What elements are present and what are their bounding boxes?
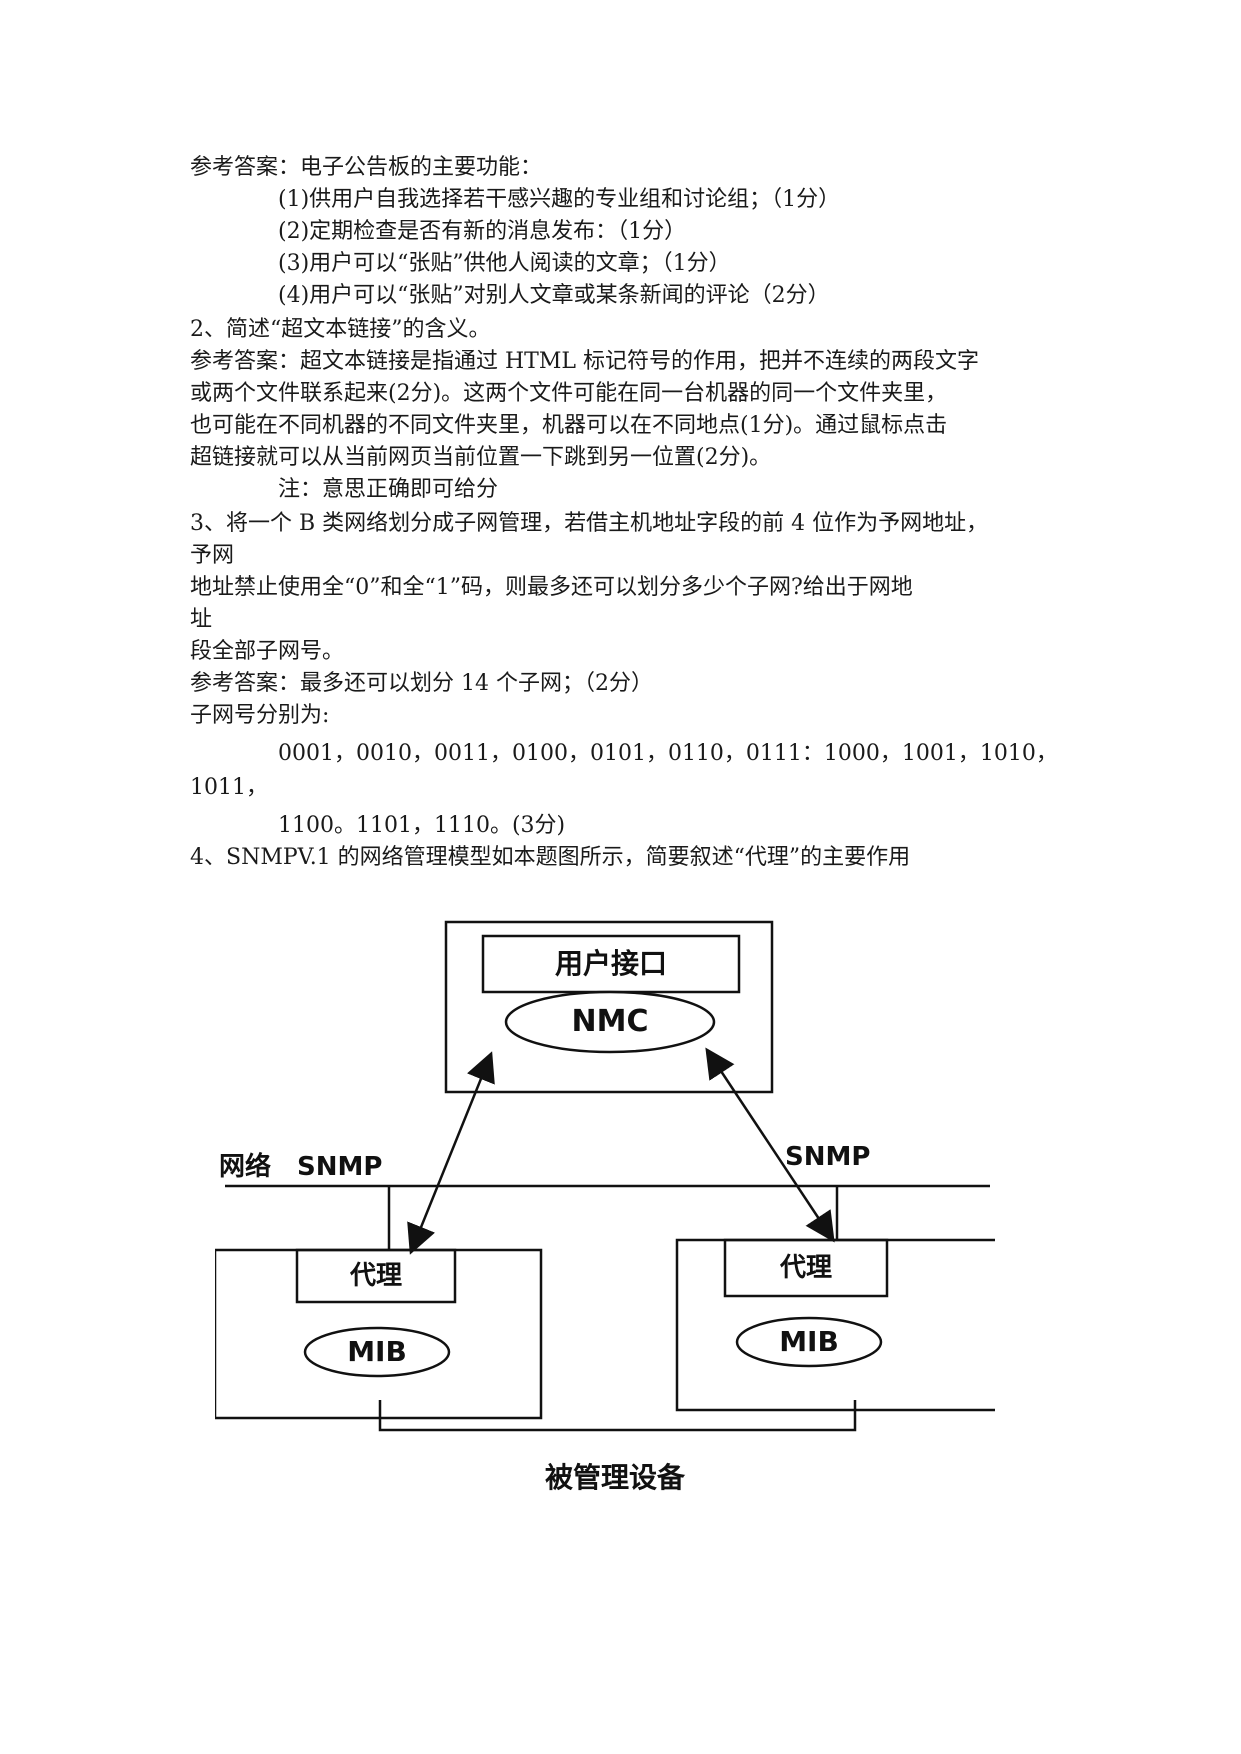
question-3: 3、将一个 B 类网络划分成子网管理，若借主机地址字段的前 4 位作为予网地址， — [190, 511, 989, 536]
answer-paragraph-line: 参考答案：超文本链接是指通过 HTML 标记符号的作用，把并不连续的两段文字 — [190, 349, 979, 374]
answer-paragraph-line: 也可能在不同机器的不同文件夹里，机器可以在不同地点(1分)。通过鼠标点击 — [190, 413, 948, 438]
agent-right-label: 代理 — [779, 1253, 832, 1283]
managed-bracket — [378, 1400, 857, 1432]
snmp-diagram-drawing — [215, 920, 995, 1432]
answer-line: 子网号分别为: — [190, 703, 330, 728]
managed-devices-label: 被管理设备 — [544, 1461, 685, 1494]
question-4: 4、SNMPV.1 的网络管理模型如本题图所示，简要叙述“代理”的主要作用 — [190, 845, 911, 870]
network-label: 网络 — [219, 1152, 272, 1182]
answer-line: 参考答案：电子公告板的主要功能： — [190, 155, 543, 180]
question-3-continued: 段全部子网号。 — [190, 639, 345, 664]
answer-paragraph-line: 超链接就可以从当前网页当前位置一下跳到另一位置(2分)。 — [190, 445, 772, 470]
mib-left-label: MIB — [347, 1335, 407, 1368]
subnet-list: 0001，0010，0011，0100，0101，0110，0111：1000，… — [278, 741, 1058, 766]
left-arrow — [407, 1051, 495, 1255]
agent-left-label: 代理 — [349, 1261, 402, 1291]
subnet-list: 1100。1101，1110。(3分) — [278, 813, 566, 838]
question-3-continued: 址 — [190, 607, 213, 632]
question-3-continued: 地址禁止使用全“0”和全“1”码，则最多还可以划分多少个子网?给出于网地 — [190, 575, 913, 600]
answer-item: (4)用户可以“张贴”对别人文章或某条新闻的评论（2分） — [278, 283, 830, 308]
answer-paragraph-line: 或两个文件联系起来(2分)。这两个文件可能在同一台机器的同一个文件夹里， — [190, 381, 948, 406]
answer-item: (1)供用户自我选择若干感兴趣的专业组和讨论组；（1分） — [278, 187, 841, 212]
question-2: 2、简述“超文本链接”的含义。 — [190, 317, 491, 342]
snmp-right-label: SNMP — [785, 1142, 871, 1172]
left-agent-box — [295, 1248, 457, 1304]
snmp-diagram: 用户接口 NMC 网络 SNMP SNMP 代理 代理 MIB MIB 被管理设… — [215, 890, 995, 1510]
nmc-label: NMC — [571, 1004, 649, 1039]
question-3-continued: 予网 — [190, 543, 235, 568]
left-mib-ellipse — [303, 1326, 451, 1378]
nmc-ellipse — [504, 990, 716, 1054]
note-line: 注：意思正确即可给分 — [278, 477, 499, 502]
right-arrow — [705, 1047, 835, 1243]
right-mib-ellipse — [735, 1316, 883, 1368]
snmp-left-label: SNMP — [297, 1152, 383, 1182]
user-interface-label: 用户接口 — [554, 947, 667, 980]
answer-item: (2)定期检查是否有新的消息发布：（1分） — [278, 219, 687, 244]
subnet-list: 1011， — [190, 775, 268, 800]
mib-right-label: MIB — [779, 1325, 839, 1358]
answer-line: 参考答案：最多还可以划分 14 个子网；（2分） — [190, 671, 653, 696]
nmc-box — [444, 920, 774, 1094]
answer-item: (3)用户可以“张贴”供他人阅读的文章；（1分） — [278, 251, 731, 276]
